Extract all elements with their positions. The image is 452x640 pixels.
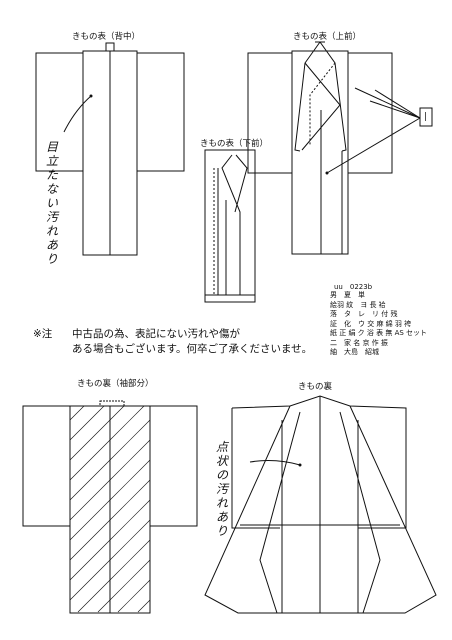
kimono-back-drawing (35, 42, 185, 256)
kimono-inside-sleeve-drawing (22, 400, 198, 614)
kimono-inside-drawing (204, 395, 437, 614)
spec-row: 絵羽 紋 ヨ 長 袷 (330, 300, 386, 309)
label-front-upper: きもの表（上前） (293, 32, 362, 42)
spec-row: 紬 大島 紹城 (330, 348, 379, 356)
spec-table: 男 夏 単 絵羽 紋 ヨ 長 袷 落 タ レ リ 付 残 証 化 ウ 交 麻 綿… (330, 291, 448, 358)
notice-line-1: 中古品の為、表記にない汚れや傷が (72, 328, 240, 340)
label-front-lower: きもの表（下前） (200, 139, 269, 149)
spec-row: 落 タ レ リ 付 残 (330, 310, 398, 318)
label-back: きもの表（背中） (72, 32, 141, 42)
label-inside: きもの裏 (298, 382, 333, 392)
spec-row: 紙 正 絹 ク 浴 表 無 AS セット (330, 329, 428, 337)
spec-row: 男 夏 単 (330, 291, 365, 299)
box-mark: | (424, 112, 428, 122)
kimono-front-lower-drawing (204, 149, 256, 303)
spec-row: 二 家 名 京 作 振 (330, 338, 388, 347)
notice-line-2: ある場合もございます。何卒ご了承くださいませ。 (72, 343, 313, 355)
handwritten-back-note: 目立たない汚れあり (46, 140, 59, 266)
spec-row: 証 化 ウ 交 麻 綿 羽 袴 (330, 319, 412, 328)
kimono-front-upper-drawing (247, 41, 433, 255)
label-inside-sleeve: きもの裏（袖部分） (77, 379, 154, 389)
handwritten-inside-note: 点状の汚れあり (216, 440, 229, 538)
notice-prefix: ※注 (33, 328, 53, 340)
item-code: uu 0223b (334, 283, 373, 291)
